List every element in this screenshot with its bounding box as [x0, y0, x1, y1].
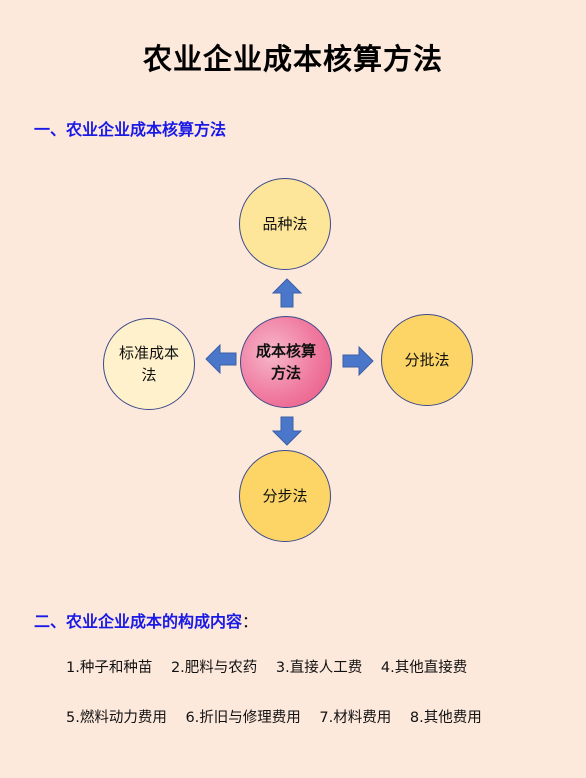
cost-items-row-2: 5.燃料动力费用 6.折旧与修理费用 7.材料费用 8.其他费用 [66, 706, 496, 727]
method-node-step: 分步法 [239, 450, 331, 542]
section-heading-methods: 一、农业企业成本核算方法 [34, 116, 226, 140]
cost-item: 4.其他直接费 [380, 660, 468, 676]
method-node-batch-label: 分批法 [404, 351, 450, 369]
cost-items-row-1: 1.种子和种苗 2.肥料与农药 3.直接人工费 4.其他直接费 [66, 656, 481, 677]
cost-item: 3.直接人工费 [275, 660, 363, 676]
arrow-down-icon [272, 416, 302, 446]
method-node-standard-cost: 标准成本法 [103, 318, 195, 410]
section-heading-components: 二、农业企业成本的构成内容： [34, 608, 258, 632]
cost-item: 6.折旧与修理费用 [185, 710, 301, 726]
section-heading-components-label: 二、农业企业成本的构成内容 [34, 612, 243, 631]
method-node-batch: 分批法 [381, 314, 473, 406]
page-title: 农业企业成本核算方法 [142, 42, 443, 76]
cost-item: 7.材料费用 [319, 710, 392, 726]
method-node-center: 成本核算方法 [240, 316, 332, 408]
method-node-standard-cost-label: 标准成本法 [118, 344, 179, 384]
cost-item: 8.其他费用 [409, 710, 482, 726]
method-node-variety-label: 品种法 [262, 215, 308, 233]
section-heading-components-colon: ： [242, 612, 259, 631]
section-heading-methods-label: 一、农业企业成本核算方法 [34, 120, 227, 139]
arrow-right-icon [342, 346, 374, 376]
methods-diagram: 品种法 标准成本法 成本核算方法 分批法 分步法 [0, 150, 586, 550]
method-node-step-label: 分步法 [262, 487, 308, 505]
method-node-variety: 品种法 [239, 178, 331, 270]
cost-item: 1.种子和种苗 [66, 660, 153, 676]
arrow-left-icon [205, 344, 237, 374]
cost-item: 5.燃料动力费用 [66, 710, 167, 726]
method-node-center-label: 成本核算方法 [255, 342, 316, 382]
arrow-up-icon [272, 278, 302, 308]
cost-item: 2.肥料与农药 [170, 660, 258, 676]
